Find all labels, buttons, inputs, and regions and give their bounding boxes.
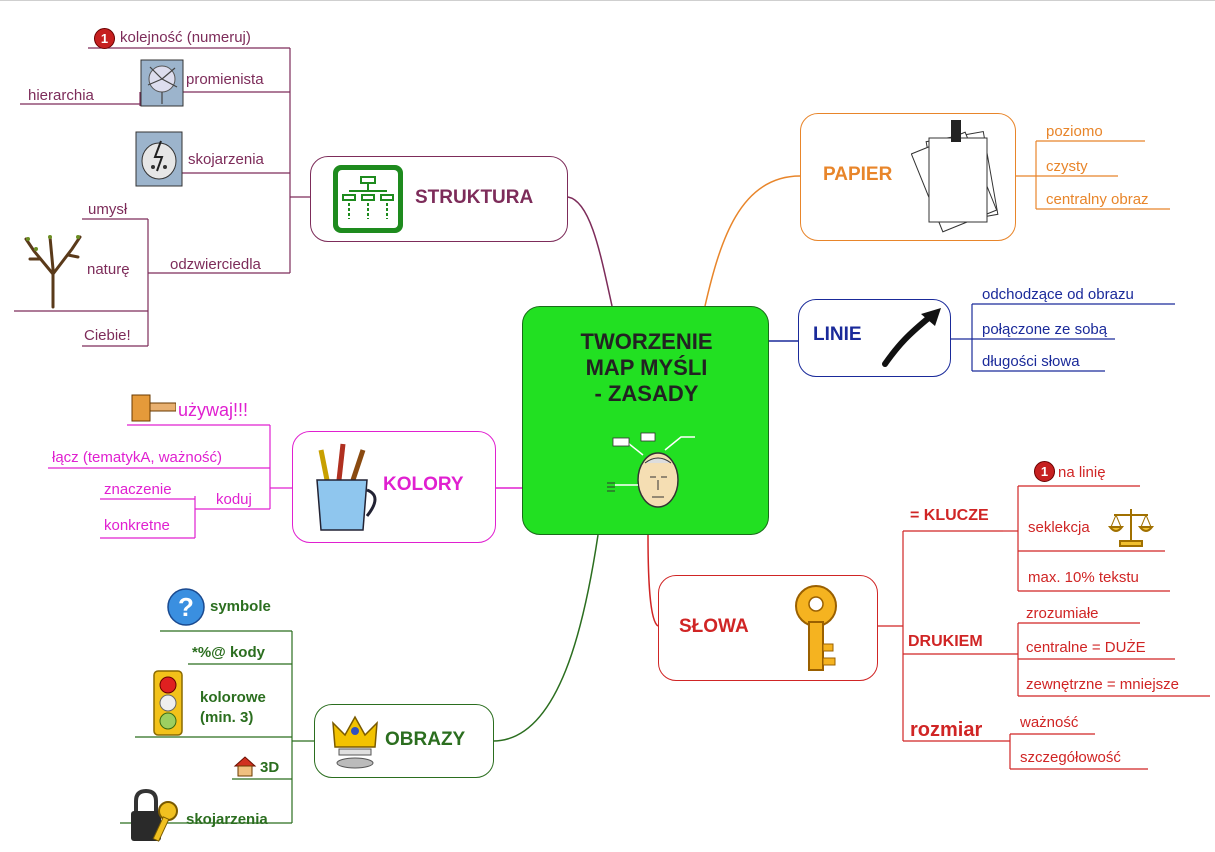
papier-label: PAPIER bbox=[823, 164, 893, 185]
obrazy-label: OBRAZY bbox=[385, 729, 466, 750]
traffic-light-icon bbox=[153, 670, 183, 736]
obrazy-min-3: (min. 3) bbox=[200, 709, 254, 726]
kolory-lacz: łącz (tematykA, ważność) bbox=[52, 449, 223, 466]
obrazy-node[interactable]: OBRAZY bbox=[314, 704, 494, 778]
struktura-label: STRUKTURA bbox=[415, 187, 534, 208]
struktura-promienista: promienista bbox=[186, 71, 264, 88]
priority-1-badge-icon-slowa: 1 bbox=[1034, 461, 1055, 482]
padlock-key-icon bbox=[131, 788, 178, 842]
hammer-icon bbox=[131, 394, 176, 422]
svg-text:?: ? bbox=[178, 592, 194, 622]
linie-node[interactable]: LINIE bbox=[798, 299, 951, 377]
scales-icon bbox=[1108, 509, 1154, 547]
struktura-node[interactable]: STRUKTURA bbox=[310, 156, 568, 242]
linie-odchodzace: odchodzące od obrazu bbox=[982, 286, 1134, 303]
priority-1-badge-icon: 1 bbox=[94, 28, 115, 49]
linie-dlugosci: długości słowa bbox=[982, 353, 1080, 370]
tree-icon bbox=[24, 235, 82, 309]
struktura-kolejnosc: kolejność (numeruj) bbox=[120, 29, 251, 46]
kolory-znaczenie: znaczenie bbox=[104, 481, 172, 498]
papier-czysty: czysty bbox=[1046, 158, 1088, 175]
slowa-label: SŁOWA bbox=[679, 616, 749, 637]
radial-tree-icon bbox=[140, 59, 184, 107]
struktura-odzwierciedla: odzwierciedla bbox=[170, 256, 261, 273]
slowa-max-tekstu: max. 10% tekstu bbox=[1028, 569, 1139, 586]
slowa-node[interactable]: SŁOWA bbox=[658, 575, 878, 681]
kolory-label: KOLORY bbox=[383, 474, 464, 495]
slowa-zewnetrzne-mniejsze: zewnętrzne = mniejsze bbox=[1026, 676, 1179, 693]
obrazy-symbole: symbole bbox=[210, 598, 271, 615]
slowa-drukiem-label: DRUKIEM bbox=[908, 633, 983, 650]
slowa-rozmiar-label: rozmiar bbox=[910, 719, 983, 741]
papier-poziomo: poziomo bbox=[1046, 123, 1103, 140]
priority-1-badge-number-slowa: 1 bbox=[1040, 464, 1049, 479]
center-title-line-2: MAP MYŚLI bbox=[585, 355, 708, 380]
hierarchy-chart-icon bbox=[333, 165, 403, 233]
slowa-szczegolowosc: szczegółowość bbox=[1020, 749, 1121, 766]
slowa-na-linie: na linię bbox=[1058, 464, 1106, 481]
struktura-umysl: umysł bbox=[88, 201, 128, 218]
kolory-koduj: koduj bbox=[216, 491, 252, 508]
slowa-seklekcja: seklekcja bbox=[1028, 519, 1090, 536]
key-icon bbox=[795, 585, 837, 671]
slowa-zrozumiale: zrozumiałe bbox=[1026, 605, 1099, 622]
slowa-centralne-duze: centralne = DUŻE bbox=[1026, 639, 1146, 656]
center-title: TWORZENIE MAP MYŚLI - ZASADY bbox=[523, 329, 770, 407]
obrazy-kody: *%@ kody bbox=[192, 644, 265, 661]
slowa-waznosc: ważność bbox=[1020, 714, 1079, 731]
paper-stack-icon bbox=[911, 120, 999, 233]
struktura-ciebie: Ciebie! bbox=[84, 327, 131, 344]
curved-arrow-icon bbox=[882, 308, 941, 367]
center-title-line-1: TWORZENIE bbox=[580, 329, 713, 354]
center-title-line-3: - ZASADY bbox=[594, 381, 699, 406]
papier-node[interactable]: PAPIER bbox=[800, 113, 1016, 241]
struktura-nature: naturę bbox=[87, 261, 130, 278]
slowa-klucze-label: = KLUCZE bbox=[910, 507, 989, 524]
linie-label: LINIE bbox=[813, 324, 862, 345]
brain-lightning-icon bbox=[135, 131, 183, 187]
question-mark-icon: ? bbox=[167, 588, 205, 626]
obrazy-3d: 3D bbox=[260, 759, 280, 776]
priority-1-badge-number: 1 bbox=[100, 31, 109, 46]
kolory-konkretne: konkretne bbox=[104, 517, 170, 534]
head-thinking-icon bbox=[607, 432, 695, 508]
pencil-cup-icon bbox=[316, 443, 377, 531]
struktura-skojarzenia: skojarzenia bbox=[188, 151, 264, 168]
crown-icon bbox=[332, 715, 378, 769]
kolory-uzywaj: używaj!!! bbox=[178, 400, 249, 420]
linie-polaczone: połączone ze sobą bbox=[982, 321, 1108, 338]
papier-centralny-obraz: centralny obraz bbox=[1046, 191, 1149, 208]
obrazy-skojarzenia: skojarzenia bbox=[186, 811, 268, 828]
kolory-node[interactable]: KOLORY bbox=[292, 431, 496, 543]
center-node[interactable]: TWORZENIE MAP MYŚLI - ZASADY bbox=[522, 306, 769, 535]
obrazy-kolorowe: kolorowe bbox=[200, 689, 266, 706]
struktura-hierarchia: hierarchia bbox=[28, 87, 94, 104]
house-icon bbox=[233, 756, 257, 777]
